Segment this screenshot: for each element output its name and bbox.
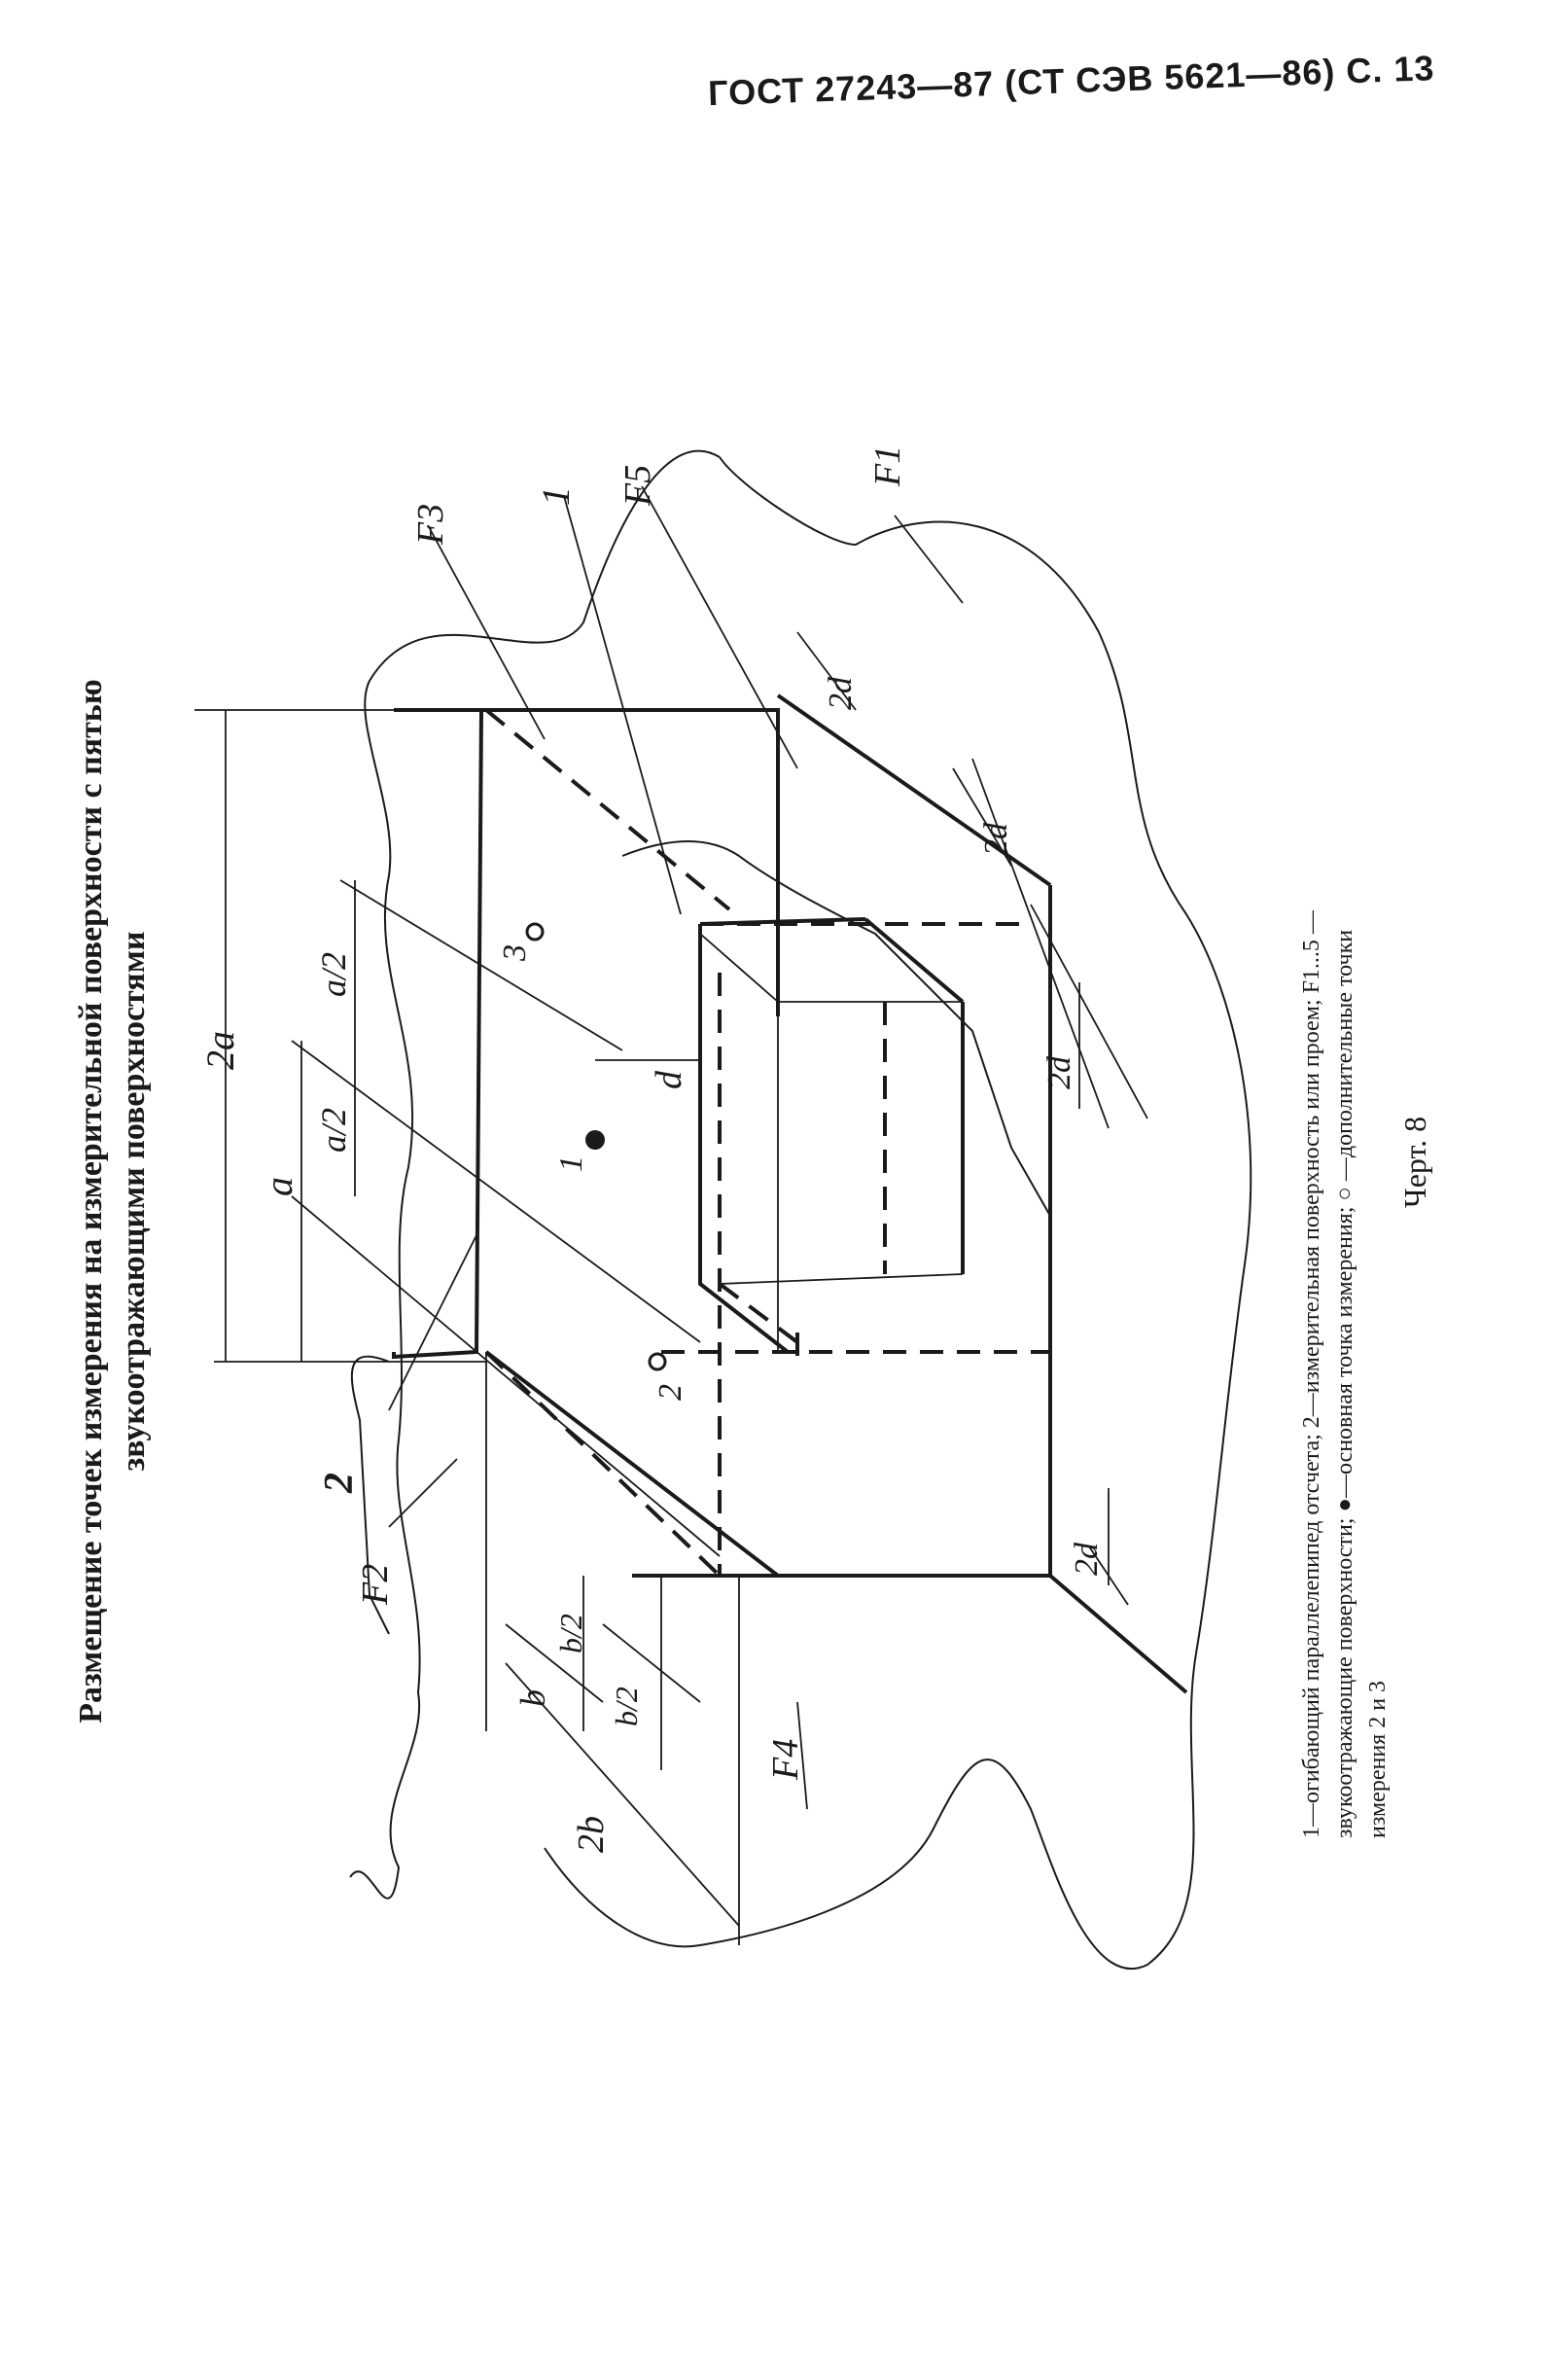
additional-point-3: [525, 922, 545, 941]
label-b-half-2: b/2: [609, 1687, 644, 1726]
caption-line-1: 1—огибающий параллелепипед отсчета; 2—из…: [1299, 910, 1324, 1838]
surface-f2-outline: [350, 1355, 390, 1635]
ext-line-2d-right-1: [971, 758, 1110, 1129]
caption-line-2: звукоотражающие поверхности; ●—основная …: [1332, 929, 1357, 1838]
label-2d-3: 2d: [1041, 1055, 1077, 1089]
dim-line-b-half: [602, 1623, 701, 1703]
reference-box-inner-4: [719, 1273, 964, 1285]
label-2b: 2b: [571, 1816, 612, 1853]
dim-line-2d-1: [796, 631, 857, 711]
label-2d-2: 2d: [978, 822, 1014, 856]
label-point-3: 3: [497, 944, 533, 962]
label-b-half-1: b/2: [553, 1614, 588, 1653]
measurement-surface-top-edge: [392, 708, 780, 1360]
label-b: b: [513, 1689, 552, 1707]
label-point-2: 2: [652, 1384, 688, 1401]
dim-line-b: [505, 1623, 604, 1703]
caption-line-3: измерения 2 и 3: [1365, 1680, 1391, 1838]
ext-line-a-half-top: [339, 879, 623, 1051]
label-f5: F5: [617, 465, 658, 507]
reference-box-front: [698, 924, 790, 1354]
label-f1: F1: [867, 445, 908, 487]
leader-f3: [427, 524, 546, 740]
label-a-half-1: a/2: [314, 952, 353, 997]
figure-number: Черт. 8: [1397, 1116, 1432, 1209]
label-f2: F2: [355, 1564, 396, 1606]
label-d: d: [649, 1070, 689, 1089]
leader-f4: [796, 1701, 808, 1810]
label-f3: F3: [410, 504, 451, 546]
reference-box-inner-1: [699, 933, 779, 1003]
measurement-surface-left-edge: [484, 1350, 780, 1578]
surface-inner-outline: [621, 840, 1051, 1217]
leader-f5: [641, 485, 798, 769]
label-2d-4: 2d: [1069, 1542, 1105, 1576]
measurement-surface-hidden-edge-2: [484, 1350, 722, 1578]
measurement-surface-diagonal: [1048, 1574, 1188, 1694]
measurement-surface-hidden-edge-1: [484, 708, 731, 911]
label-a: a: [257, 1177, 300, 1196]
label-2a: 2a: [198, 1031, 242, 1070]
reference-box-top: [699, 917, 866, 926]
figure-caption: 1—огибающий параллелепипед отсчета; 2—из…: [1295, 486, 1432, 1838]
ext-line-2d-right-2: [1030, 904, 1148, 1119]
additional-point-2: [648, 1352, 667, 1371]
dim-line-2b: [505, 1662, 740, 1927]
ext-line-a: [291, 1195, 721, 1557]
label-item-1: 1: [534, 486, 578, 506]
dim-line-2d-2: [952, 767, 1012, 867]
surface-f1-outline: [349, 449, 1252, 1970]
leader-f2: [388, 1458, 458, 1528]
label-a-half-2: a/2: [314, 1108, 353, 1153]
label-item-2: 2: [317, 1473, 362, 1494]
label-2d-1: 2d: [823, 676, 859, 710]
reference-box-hidden-4: [718, 1282, 799, 1344]
leader-item-2: [388, 1234, 477, 1411]
main-point-1: [585, 1130, 605, 1150]
reference-box-top-right: [864, 917, 965, 1004]
label-f4: F4: [765, 1739, 806, 1781]
leader-f1: [894, 515, 964, 604]
label-point-1: 1: [553, 1155, 589, 1172]
ext-line-a-half-mid: [291, 1040, 701, 1343]
leader-item-1: [563, 495, 682, 915]
